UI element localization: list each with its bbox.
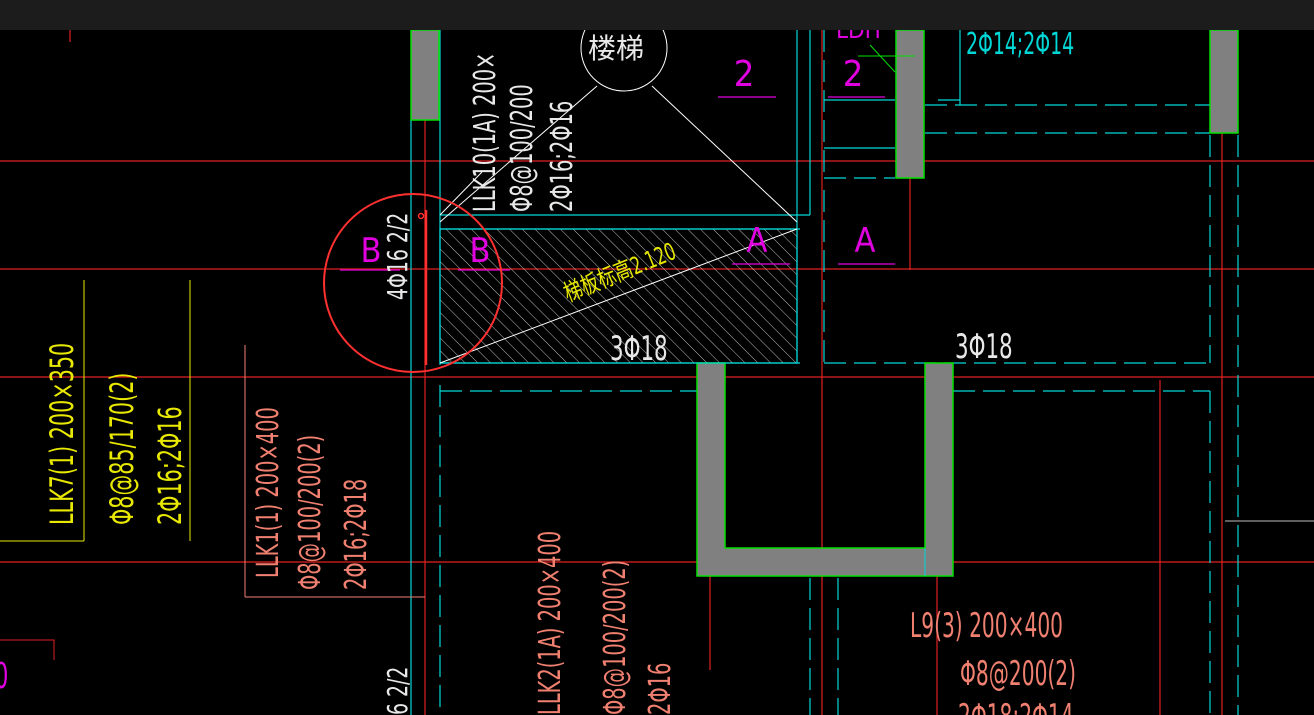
beam-llk1-annotation: LLK1(1) 200×400 Φ8@100/200(2) 2Φ16;2Φ18 — [252, 407, 374, 590]
section-mark-b1: B — [361, 231, 382, 271]
stair-label: 楼梯 — [588, 32, 644, 65]
rebar-3phi18-right: 3Φ18 — [955, 327, 1013, 366]
slab-diagonal — [439, 228, 798, 364]
section-mark-a1: A — [855, 221, 876, 261]
shear-walls — [410, 30, 1239, 577]
highlight-circle — [323, 193, 503, 373]
llk10-bars: 2Φ16;2Φ16 — [546, 101, 580, 212]
section-markers — [340, 96, 895, 271]
stair-callout — [439, 30, 798, 223]
llk10-leader — [439, 171, 483, 216]
beam-llk7-annotation: LLK7(1) 200×350 Φ8@85/170(2) 2Φ16;2Φ16 — [43, 343, 189, 525]
section-mark-2a: 2 — [734, 54, 755, 95]
section-mark-b2: B — [470, 231, 491, 271]
llk2-bars: 2Φ16 — [644, 663, 678, 715]
llk1-bars: 2Φ16;2Φ18 — [340, 479, 374, 590]
beam-l9-annotation: L9(3) 200×400 Φ8@200(2) 2Φ18;2Φ14 — [910, 605, 1076, 715]
column-rebar-label: 4Φ16 2/2 — [381, 213, 414, 300]
llk1-name: LLK1(1) 200×400 — [252, 407, 286, 578]
l9-bars: 2Φ18;2Φ14 — [958, 696, 1074, 715]
section-mark-a2: A — [747, 221, 768, 261]
window-title-bar — [0, 0, 1314, 30]
llk7-bars: 2Φ16;2Φ16 — [151, 406, 189, 525]
llk10-name: LLK10(1A) 200× — [469, 53, 503, 212]
llk1-leader — [244, 345, 425, 598]
beam-llk10-annotation: LLK10(1A) 200× Φ8@100/200 2Φ16;2Φ16 — [469, 53, 580, 212]
leader-arrow — [858, 44, 915, 73]
partial-left-bracket — [0, 639, 55, 660]
column-rebar-label-bottom: 6 2/2 — [381, 667, 414, 715]
llk1-stirrup: Φ8@100/200(2) — [294, 435, 328, 590]
beam-llk2-annotation: LLK2(1A) 200×400 Φ8@100/200(2) 2Φ16 — [534, 531, 678, 715]
l9-stirrup: Φ8@200(2) — [960, 653, 1076, 693]
llk2-stirrup: Φ8@100/200(2) — [599, 560, 633, 715]
partial-left-label: 0 — [0, 656, 8, 698]
l9-name: L9(3) 200×400 — [910, 605, 1063, 645]
partial-ldh-label: LDH — [836, 16, 881, 44]
column-rebar-dot — [417, 212, 425, 220]
llk10-stirrup: Φ8@100/200 — [506, 84, 540, 212]
rebar-3phi18-slab: 3Φ18 — [610, 329, 668, 368]
llk7-leader — [0, 280, 191, 542]
llk2-name: LLK2(1A) 200×400 — [534, 531, 568, 715]
rebar-top-right: 2Φ14;2Φ14 — [966, 27, 1074, 62]
section-mark-2b: 2 — [843, 54, 864, 95]
llk7-stirrup: Φ8@85/170(2) — [103, 373, 141, 525]
llk7-name: LLK7(1) 200×350 — [43, 343, 81, 525]
